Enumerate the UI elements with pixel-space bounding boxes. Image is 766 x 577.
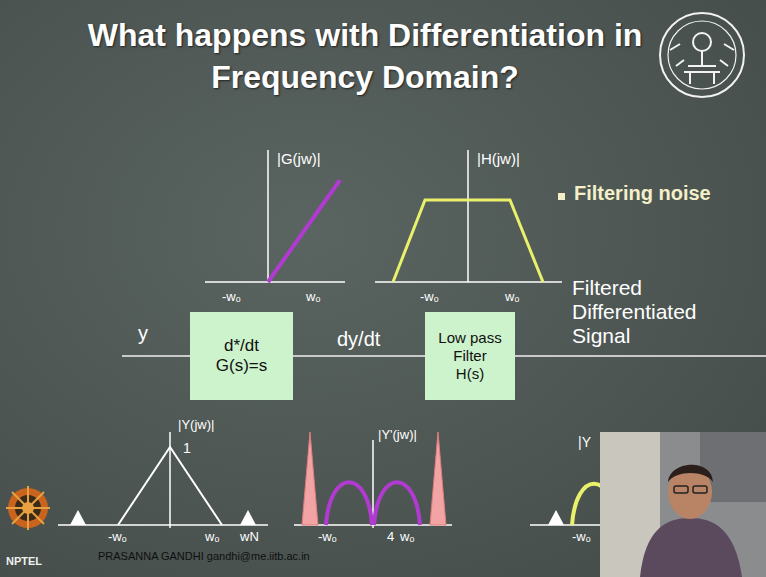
tick-label: wₒ [306,290,320,305]
nptel-wordmark: NPTEL [6,555,42,568]
nptel-logo [6,486,50,530]
bullet-note: Filtering noise [574,182,711,205]
g-magnitude-plot [205,150,345,282]
box-text: Low pass Filter [431,329,509,365]
axis-label: |Y [578,434,591,450]
box-text: H(s) [456,365,484,383]
signal-name: y [138,322,148,345]
author-footer: PRASANNA GANDHI gandhi@me.iitb.ac.in [98,550,310,563]
tick-label: -wₒ [420,290,439,305]
box-text: d*/dt [224,336,259,356]
tick-label: -wₒ [108,530,127,545]
process-box: d*/dtG(s)=s [190,312,293,400]
webcam-inset [600,432,766,577]
tick-label: wₒ [205,530,219,545]
peak-value: 1 [183,440,191,456]
tick-label: -wₒ [222,290,241,305]
box-text: G(s)=s [216,356,267,376]
tick-label: wN [240,530,259,545]
axis-label: |Y(jw)| [178,418,214,433]
y-spectrum-plot [58,432,268,528]
derivative-spectrum-plot [294,432,452,528]
output-label: Filtered Differentiated Signal [572,276,750,348]
tick-label: -wₒ [572,530,591,545]
institute-logo [660,13,744,97]
tick-label: 4 [387,530,394,545]
axis-label: |H(jw)| [477,150,520,167]
tick-label: wₒ [400,530,414,545]
h-magnitude-plot [375,150,565,282]
axis-label: |G(jw)| [277,150,321,167]
tick-label: wₒ [505,290,519,305]
tick-label: -wₒ [318,530,337,545]
process-box: Low pass FilterH(s) [425,312,515,400]
slide-title: What happens with Differentiation in Fre… [85,14,645,98]
signal-connector [293,355,425,357]
signal-name: dy/dt [337,328,380,350]
axis-label: |Y'(jw)| [378,428,417,443]
